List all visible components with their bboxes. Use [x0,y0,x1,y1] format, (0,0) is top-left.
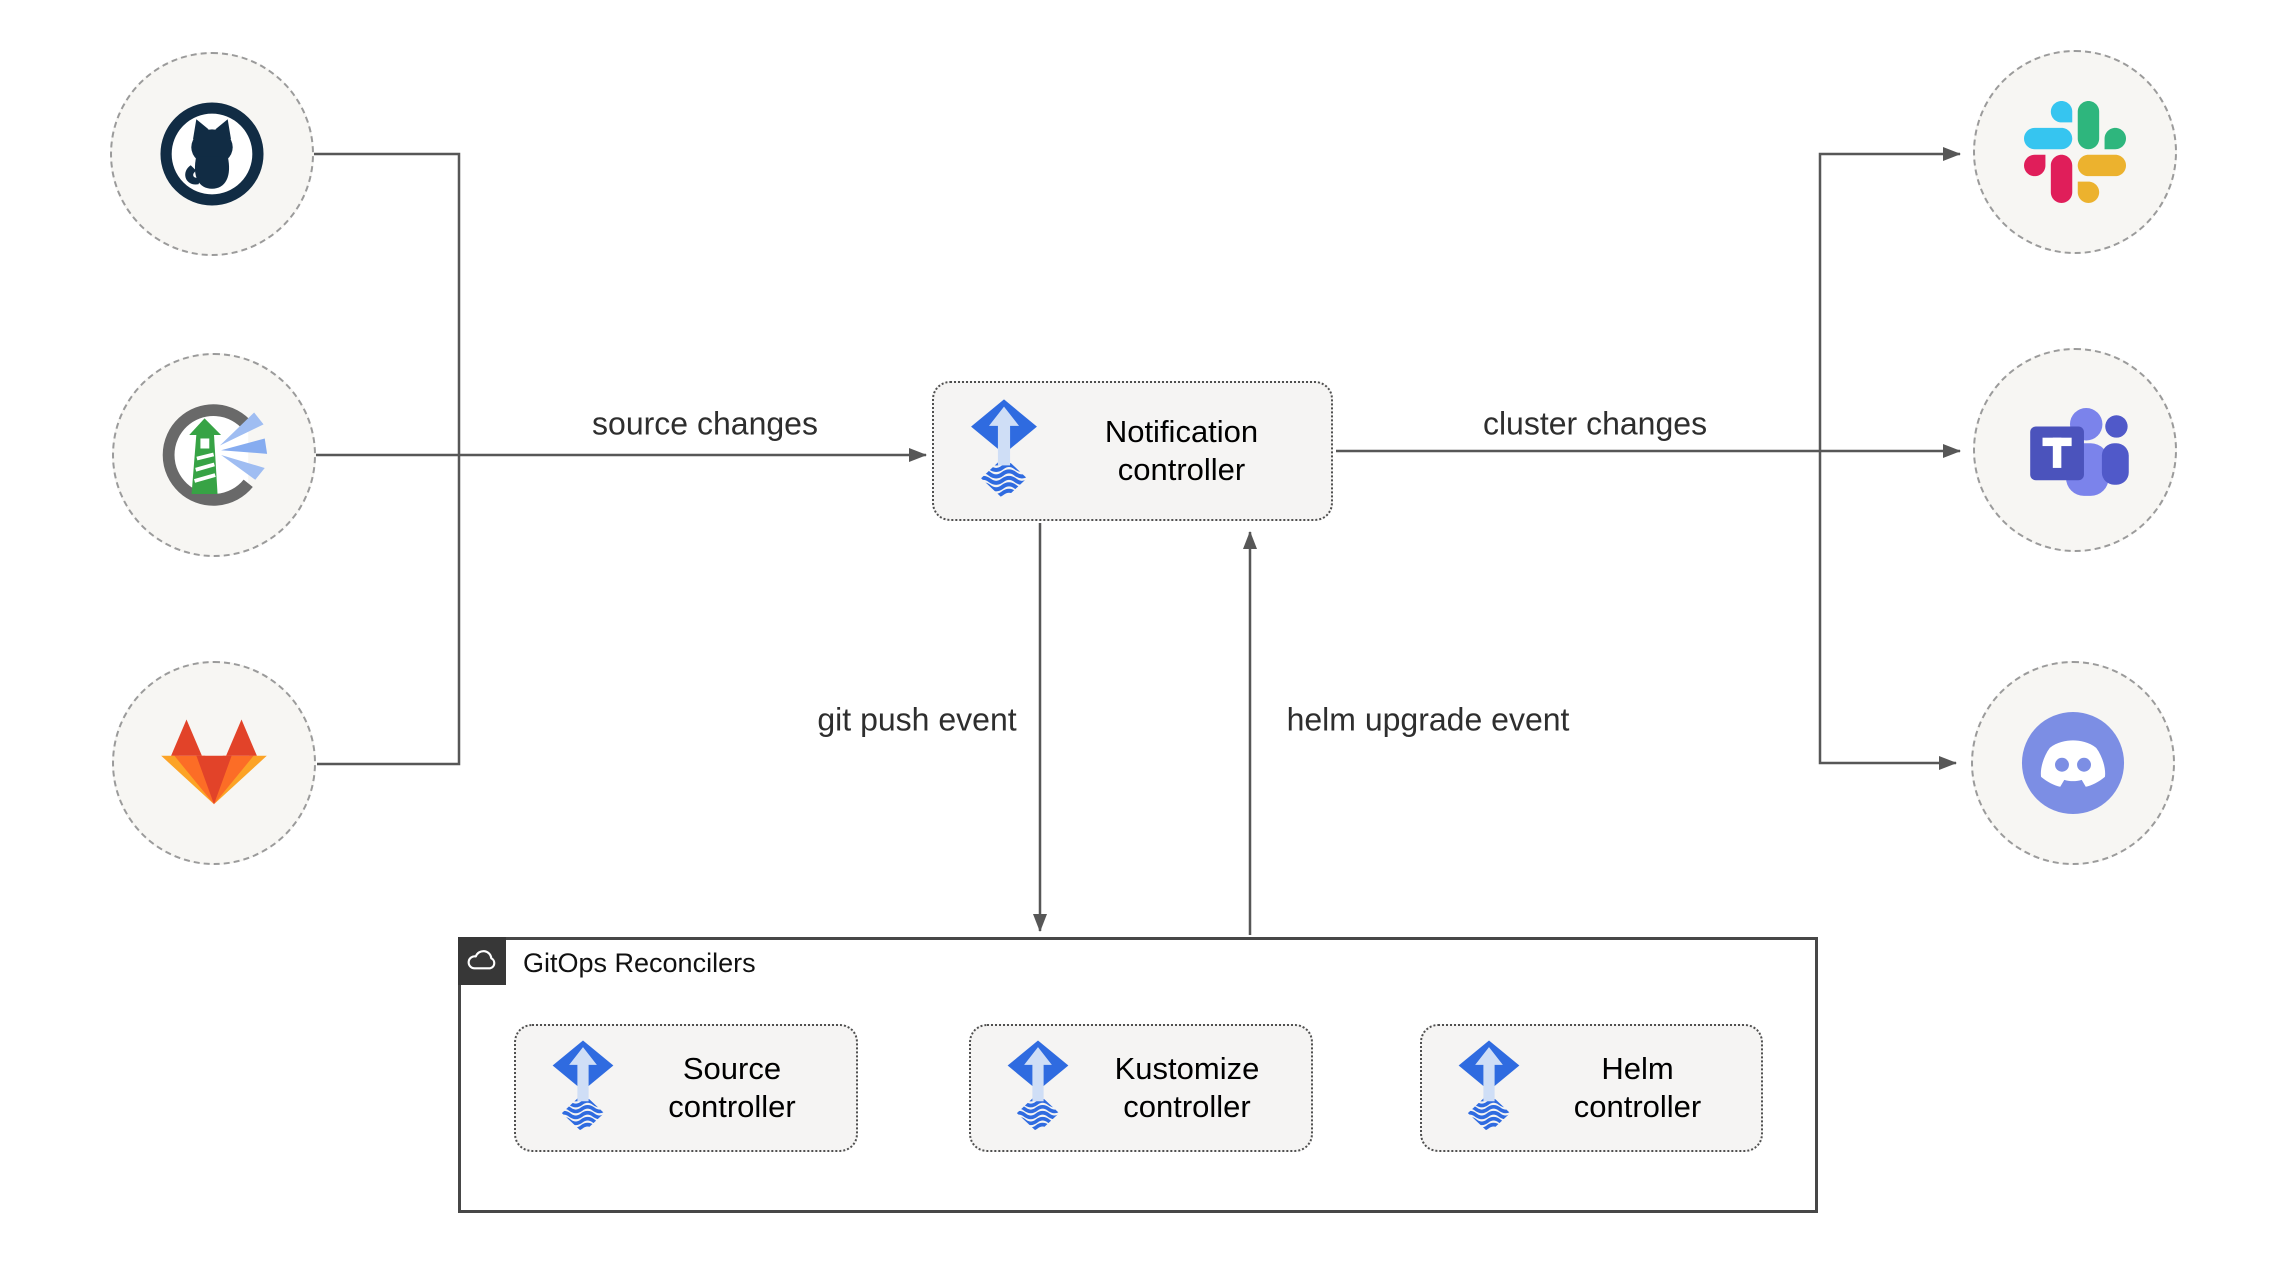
slack-icon [2024,101,2126,203]
source-changes-label: source changes [592,405,818,442]
flux-icon [1456,1039,1522,1137]
source-controller-node: Source controller [514,1024,858,1152]
harbor-icon [155,396,273,514]
harbor-node [112,353,316,557]
flux-icon [550,1039,616,1137]
teams-node [1973,348,2177,552]
edge-branch-slack [1818,147,1961,451]
cloud-badge [458,937,506,985]
discord-icon [2015,705,2131,821]
helm-controller-node: Helm controller [1420,1024,1763,1152]
slack-node [1973,50,2177,254]
github-node [110,52,314,256]
gitops-reconcilers-label: GitOps Reconcilers [523,948,756,978]
kustomize-controller-node: Kustomize controller [969,1024,1313,1152]
github-icon [156,98,268,210]
discord-node [1971,661,2175,865]
flux-icon [968,398,1040,504]
helm-upgrade-event-label: helm upgrade event [1286,701,1570,738]
cloud-icon [466,945,498,977]
node-label: Source controller [668,1050,796,1124]
node-label: Helm controller [1573,1050,1702,1124]
node-label: Kustomize controller [1114,1050,1260,1124]
gitlab-icon [159,714,269,813]
git-push-event-label: git push event [817,701,1017,738]
node-label: Notification controller [1104,413,1259,487]
edge-branch-discord [1818,451,1957,770]
microsoft-teams-icon [2019,394,2131,506]
cluster-changes-label: cluster changes [1482,405,1708,442]
edge-github-gitlab-trunk [314,152,461,766]
gitlab-node [112,661,316,865]
notification-controller-node: Notification controller [932,381,1333,521]
flux-icon [1005,1039,1071,1137]
